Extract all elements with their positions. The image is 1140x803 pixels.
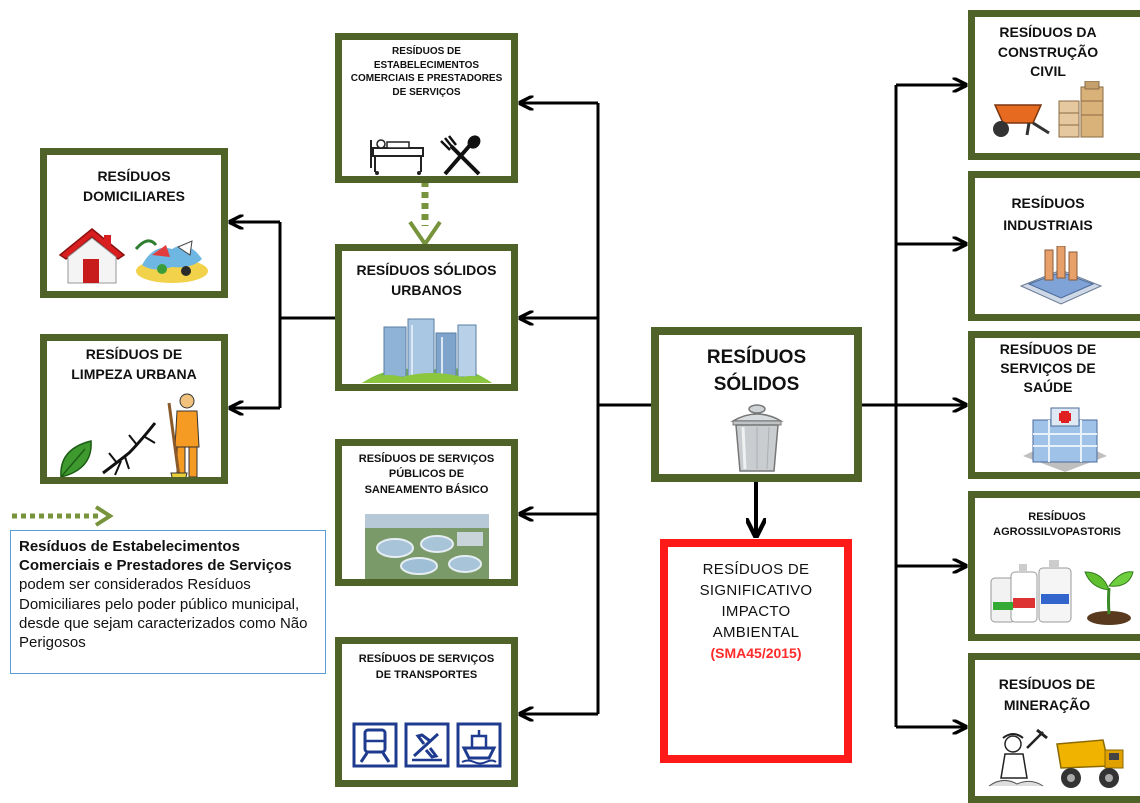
wheelbarrow-icon — [993, 104, 1050, 137]
limpeza-title: RESÍDUOS DE LIMPEZA URBANA — [71, 346, 197, 382]
ship-icon — [456, 722, 501, 768]
box-significativo-impacto: RESÍDUOS DE SIGNIFICATIVO IMPACTO AMBIEN… — [660, 539, 852, 763]
center-title-line1: RESÍDUOS — [706, 347, 807, 368]
box-mineracao: RESÍDUOS DE MINERAÇÃO — [968, 653, 1140, 803]
box-construcao-civil: RESÍDUOS DA CONSTRUÇÃO CIVIL — [968, 10, 1140, 160]
airplane-icon — [404, 722, 449, 768]
center-title-line2: SÓLIDOS — [713, 373, 800, 395]
note-text: podem ser considerados Resíduos Domicili… — [19, 576, 308, 651]
box-industriais: RESÍDUOS INDUSTRIAIS — [968, 171, 1140, 321]
train-icon — [352, 722, 397, 768]
city-buildings-icon — [361, 318, 492, 383]
box-urbanos: RESÍDUOS SÓLIDOS URBANOS — [335, 244, 518, 391]
miner-icon — [988, 728, 1048, 787]
agro-title: RESÍDUOS AGROSSILVOPASTORIS — [993, 511, 1121, 538]
domiciliares-title: RESÍDUOS DOMICILIARES — [83, 168, 185, 204]
mineracao-title: RESÍDUOS DE MINERAÇÃO — [998, 676, 1096, 713]
transportes-title: RESÍDUOS DE SERVIÇOS DE TRANSPORTES — [358, 653, 495, 681]
legend-note: Resíduos de Estabelecimentos Comerciais … — [10, 530, 326, 674]
impact-reference: (SMA45/2015) — [710, 645, 802, 661]
industriais-title: RESÍDUOS INDUSTRIAIS — [1003, 195, 1093, 234]
trash-can-icon — [729, 404, 784, 472]
comerciais-title: RESÍDUOS DE ESTABELECIMENTOS COMERCIAIS … — [350, 46, 503, 98]
saude-title: RESÍDUOS DE SERVIÇOS DE SAÚDE — [999, 341, 1097, 395]
seedling-icon — [1084, 571, 1134, 625]
hospital-icon — [1023, 407, 1107, 472]
impact-line-2: SIGNIFICATIVO — [699, 582, 813, 599]
box-servicos-saude: RESÍDUOS DE SERVIÇOS DE SAÚDE — [968, 331, 1140, 479]
box-limpeza: RESÍDUOS DE LIMPEZA URBANA — [40, 334, 228, 484]
street-sweeper-icon — [167, 393, 200, 477]
impact-line-4: AMBIENTAL — [712, 624, 800, 641]
note-bold-text: Resíduos de Estabelecimentos Comerciais … — [19, 538, 292, 575]
chemical-jugs-icon — [990, 560, 1072, 623]
treatment-plant-photo — [364, 514, 489, 579]
box-comerciais: RESÍDUOS DE ESTABELECIMENTOS COMERCIAIS … — [335, 33, 518, 183]
urbanos-title: RESÍDUOS SÓLIDOS URBANOS — [356, 262, 497, 298]
box-domiciliares: RESÍDUOS DOMICILIARES — [40, 148, 228, 298]
box-saneamento: RESÍDUOS DE SERVIÇOS PÚBLICOS DE SANEAME… — [335, 439, 518, 586]
construcao-title: RESÍDUOS DA CONSTRUÇÃO CIVIL — [997, 24, 1099, 80]
box-agrossilvopastoris: RESÍDUOS AGROSSILVOPASTORIS — [968, 491, 1140, 641]
garbage-pile-icon — [134, 239, 208, 283]
impact-line-3: IMPACTO — [721, 603, 791, 620]
saneamento-title: RESÍDUOS DE SERVIÇOS PÚBLICOS DE SANEAME… — [358, 453, 495, 496]
leaf-icon — [60, 440, 92, 477]
house-icon — [58, 228, 126, 284]
center-box-residuos-solidos: RESÍDUOS SÓLIDOS — [651, 327, 862, 482]
bricks-icon — [1058, 81, 1104, 138]
impact-line-1: RESÍDUOS DE — [702, 561, 810, 578]
branch-icon — [102, 422, 157, 476]
dump-truck-icon — [1056, 739, 1124, 788]
box-transportes: RESÍDUOS DE SERVIÇOS DE TRANSPORTES — [335, 637, 518, 787]
hospital-bed-icon — [369, 139, 424, 175]
spoon-fork-icon — [439, 135, 480, 176]
factory-icon — [1019, 246, 1103, 305]
